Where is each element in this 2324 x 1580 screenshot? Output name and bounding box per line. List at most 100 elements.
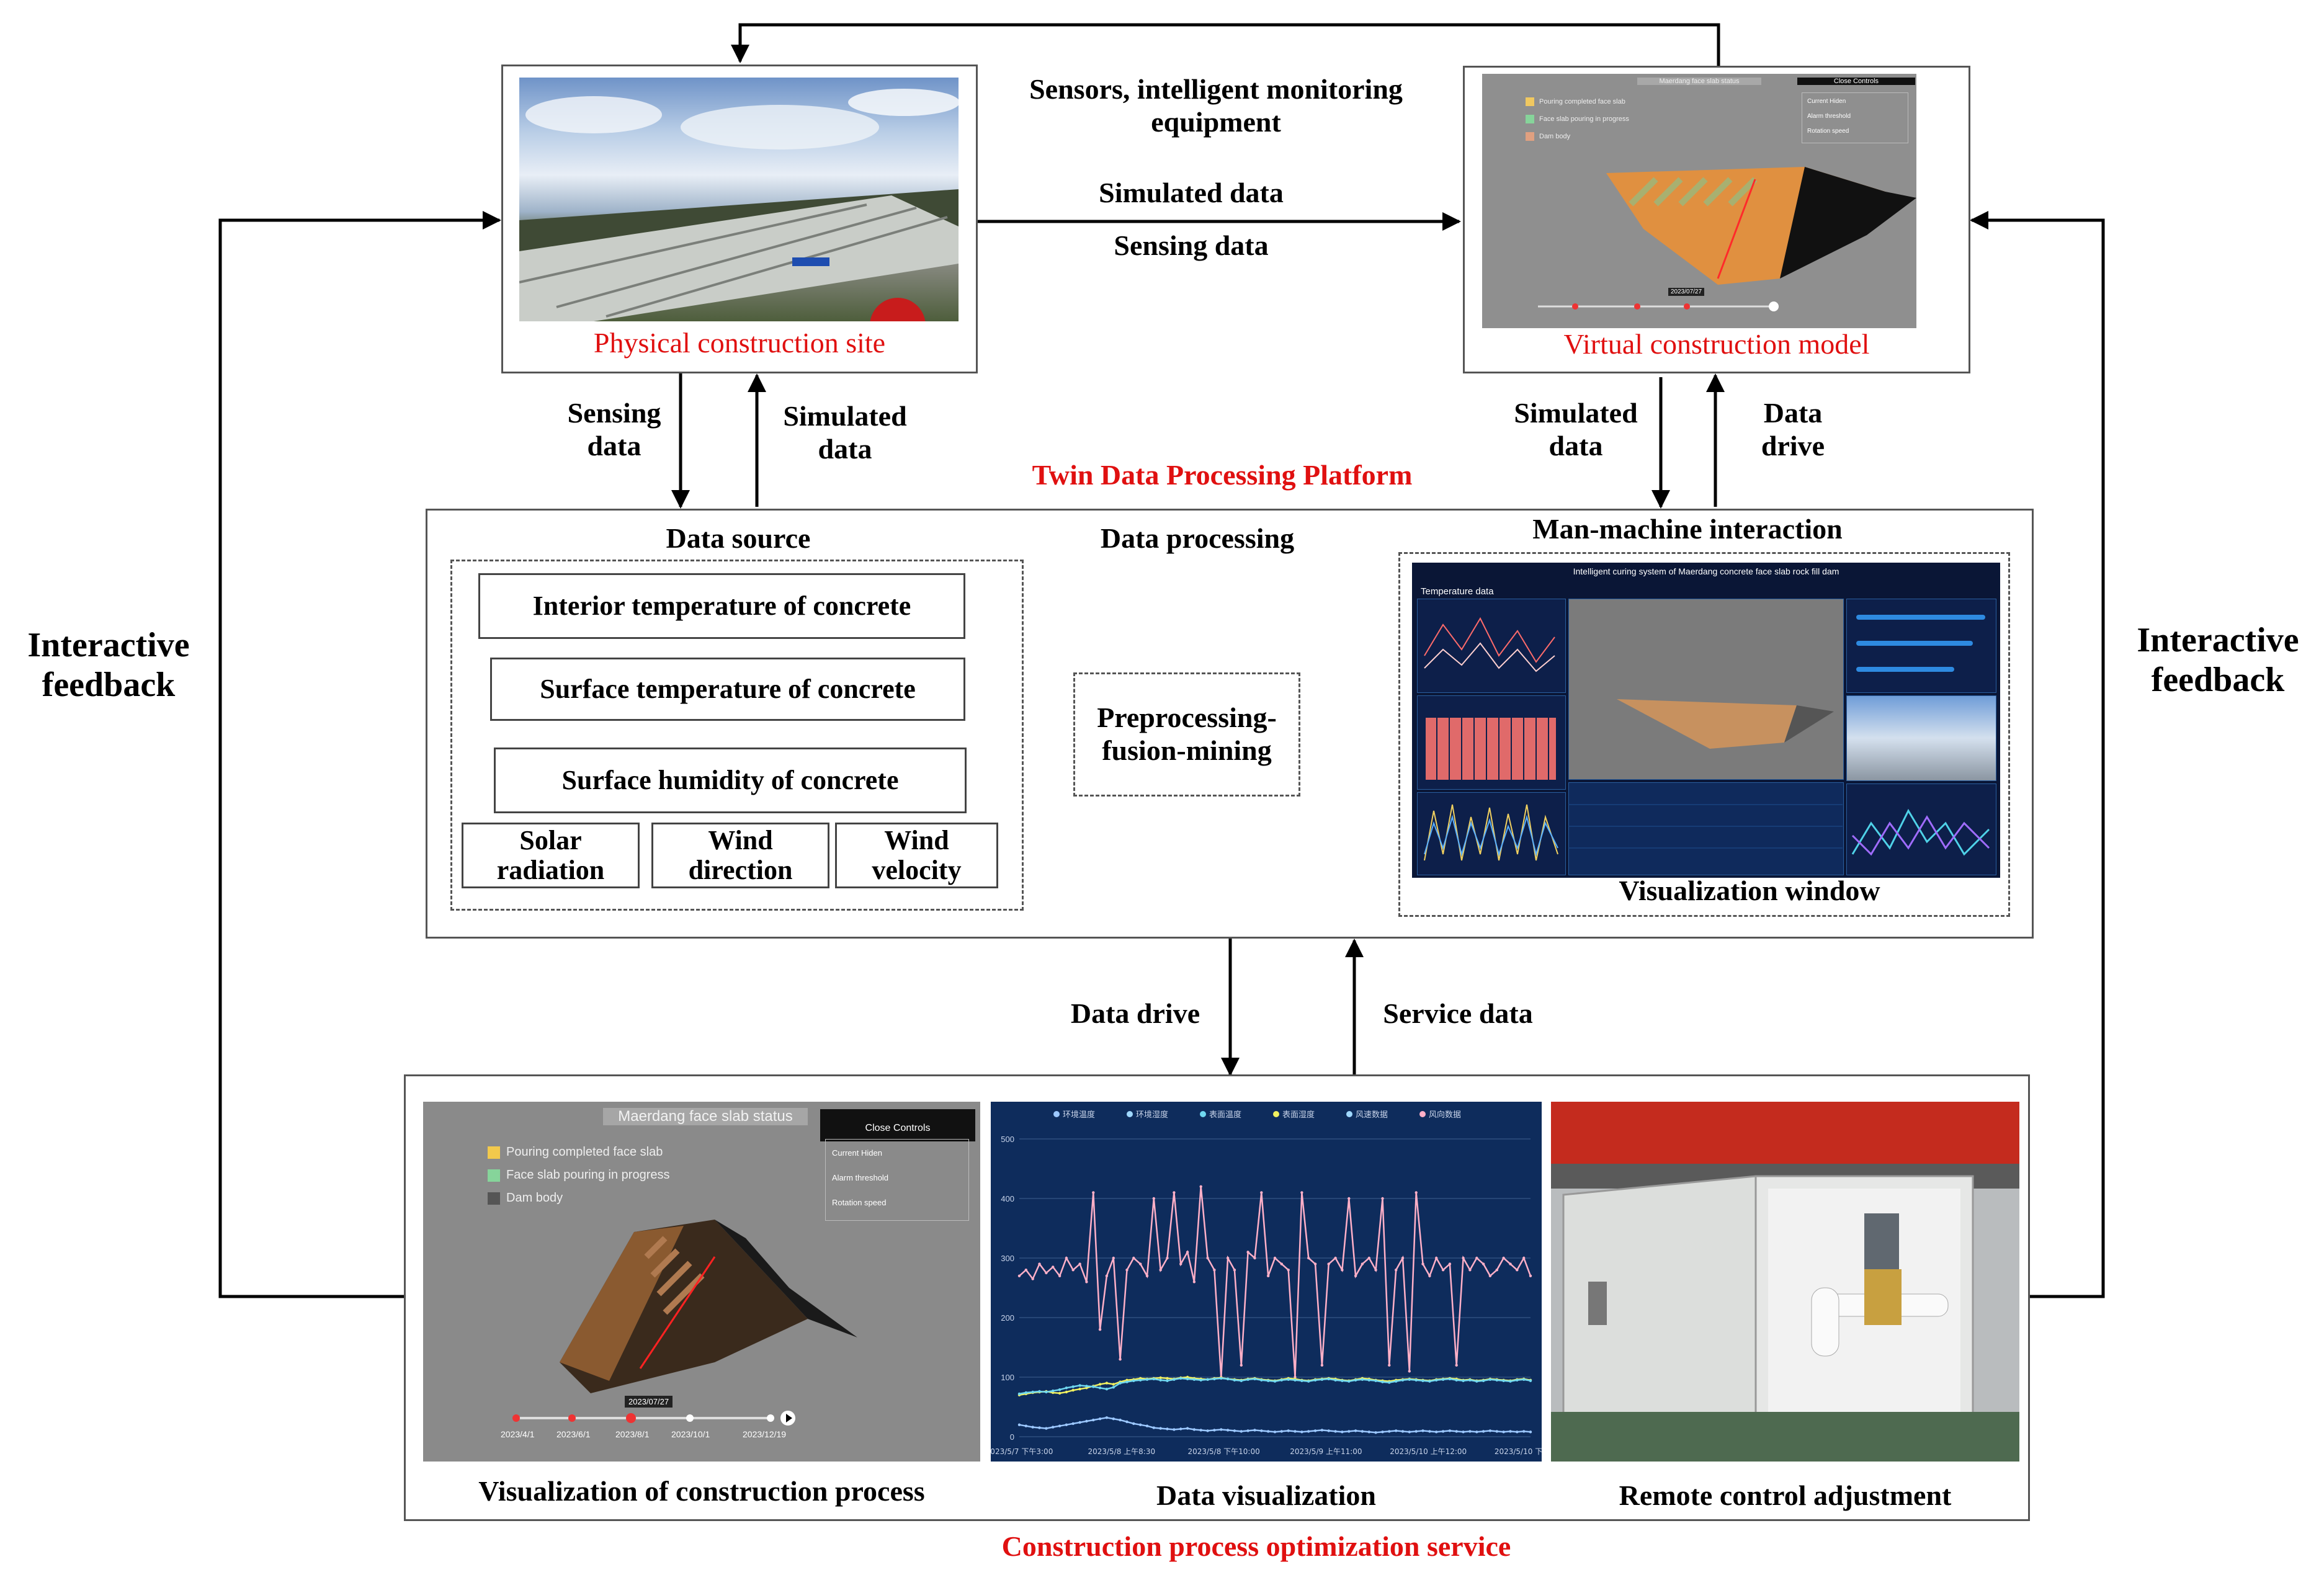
chart-data-point [1320,1378,1324,1381]
physical-site-label: Physical construction site [593,327,886,359]
right-down-label: Simulated data [1514,397,1638,462]
right-feedback-arrow [1970,211,2105,1298]
construction-photo [519,78,959,321]
process-current-date: 2023/07/27 [625,1396,673,1408]
chart-data-point [1179,1377,1182,1380]
chart-data-point [1374,1379,1377,1382]
chart-x-tick-label: 2023/5/9 上午11:00 [1290,1447,1362,1456]
process-legend: Pouring completed face slab Face slab po… [488,1145,669,1205]
chart-data-point [1468,1430,1472,1433]
chart-data-point [1468,1378,1472,1381]
chart-data-point [1320,1429,1324,1432]
chart-data-point [1159,1427,1162,1430]
sensing-data-top-label: Sensing data [1114,230,1269,261]
chart-data-point [1145,1424,1149,1427]
chart-data-point [1226,1377,1230,1381]
chart-data-point [1495,1430,1498,1433]
chart-data-point [1017,1274,1021,1277]
control-alarm-threshold[interactable]: Alarm threshold [832,1173,889,1182]
process-status-title: Maerdang face slab status [603,1108,808,1125]
chart-series-line [1019,1417,1531,1434]
chart-data-point [1098,1386,1102,1390]
chart-data-point [1192,1280,1196,1283]
chart-data-point [1327,1262,1330,1265]
chart-data-point [1186,1377,1189,1381]
left-feedback-label: Interactive feedback [27,626,190,705]
man-machine-heading: Man-machine interaction [1532,513,1843,545]
process-close-controls[interactable]: Close Controls [820,1109,975,1141]
chart-data-point [1199,1378,1202,1381]
chart-data-point [1334,1378,1337,1381]
chart-data-point [1320,1364,1324,1367]
physical-site-box: Physical construction site [501,65,978,373]
chart-data-point [1139,1423,1142,1426]
chart-data-point [1166,1427,1169,1430]
chart-data-point [1381,1380,1384,1383]
virtual-close-controls[interactable]: Close Controls [1797,78,1915,85]
control-rotation-speed[interactable]: Rotation speed [1807,128,1849,135]
chart-data-point [1085,1419,1088,1423]
chart-data-point [1119,1358,1122,1361]
chart-data-point [1031,1390,1034,1394]
chart-data-point [1206,1429,1209,1432]
chart-data-point [1213,1269,1216,1272]
chart-data-point [1024,1269,1027,1272]
virtual-controls-panel: Current Hiden Alarm threshold Rotation s… [1802,92,1908,143]
chart-data-point [1408,1370,1411,1373]
chart-data-point [1125,1269,1128,1272]
chart-data-point [1388,1381,1391,1384]
legend-row: Dam body [488,1191,669,1205]
chart-data-point [1475,1430,1478,1434]
legend-text: Dam body [1539,133,1571,140]
chart-y-tick-label: 100 [1001,1373,1014,1382]
chart-legend-marker [1200,1111,1206,1117]
chart-legend-marker [1273,1111,1279,1117]
chart-data-point [1246,1378,1249,1381]
chart-data-point [1516,1269,1519,1272]
chart-data-point [1166,1377,1169,1380]
chart-data-point [1502,1379,1505,1382]
chart-data-point [1267,1274,1270,1277]
chart-data-point [1024,1424,1027,1427]
chart-data-point [1488,1274,1492,1277]
chart-data-point [1058,1274,1061,1277]
chart-data-point [1179,1262,1182,1265]
chart-data-point [1495,1378,1498,1381]
chart-data-point [1388,1364,1391,1367]
visualization-window-label: Visualization window [1619,875,1880,906]
legend-row: Pouring completed face slab [488,1145,669,1159]
chart-data-point [1240,1379,1243,1382]
chart-data-point [1367,1378,1370,1381]
chart-data-point [1253,1256,1256,1260]
chart-data-point [1065,1386,1068,1390]
control-current-hiden[interactable]: Current Hiden [832,1148,882,1158]
chart-data-point [1105,1416,1109,1419]
chart-data-point [1052,1426,1055,1429]
right-up-label: Data drive [1761,397,1825,462]
chart-data-point [1220,1428,1223,1431]
chart-x-tick-label: 2023/5/10 下午1:00 [1495,1447,1542,1456]
chart-data-point [1065,1256,1068,1260]
chart-y-tick-label: 500 [1001,1135,1014,1144]
chart-data-point [1213,1429,1216,1432]
chart-data-point [1078,1421,1081,1424]
chart-data-point [1253,1377,1256,1381]
chart-data-point [1287,1269,1290,1272]
chart-data-point [1395,1269,1398,1272]
chart-data-point [1092,1385,1095,1388]
chart-data-point [1313,1429,1317,1432]
control-current-hiden[interactable]: Current Hiden [1807,98,1846,105]
control-rotation-speed[interactable]: Rotation speed [832,1198,887,1207]
chart-data-point [1381,1197,1384,1200]
chart-data-point [1273,1380,1277,1383]
chart-data-point [1448,1429,1452,1432]
source-surface-humidity: Surface humidity of concrete [494,748,967,813]
chart-data-point [1347,1380,1351,1383]
control-alarm-threshold[interactable]: Alarm threshold [1807,113,1851,120]
source-wind-direction: Wind direction [651,823,829,888]
chart-data-point [1045,1427,1048,1430]
chart-data-point [1260,1191,1263,1194]
chart-data-point [1280,1430,1283,1433]
chart-data-point [1065,1423,1068,1426]
